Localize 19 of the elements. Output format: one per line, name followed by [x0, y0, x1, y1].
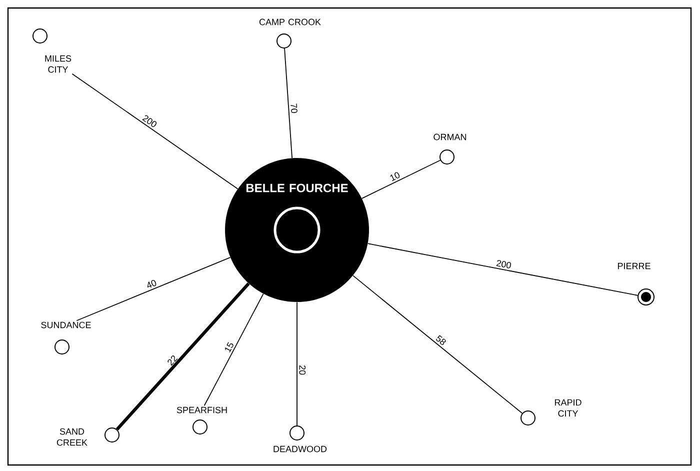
distance-label: 20	[299, 365, 306, 375]
distance-label: 40	[147, 280, 156, 288]
distance-label: 15	[225, 342, 234, 352]
distance-label: 10	[390, 172, 400, 182]
road-line	[284, 48, 292, 158]
distance-label: 58	[436, 335, 446, 345]
road-line	[76, 257, 231, 322]
road-line	[72, 73, 238, 190]
distance-label: 200	[142, 115, 157, 128]
town-hub-disk: BELLE FOURCHE	[225, 158, 369, 302]
road-line	[296, 302, 298, 426]
road-line	[352, 275, 523, 414]
road-line	[361, 160, 441, 199]
distance-label: 22	[168, 356, 178, 366]
road-line	[204, 293, 264, 406]
distance-label: 70	[290, 104, 298, 113]
road-line	[116, 282, 250, 430]
road-line	[367, 243, 638, 296]
distance-label: 200	[496, 260, 511, 268]
